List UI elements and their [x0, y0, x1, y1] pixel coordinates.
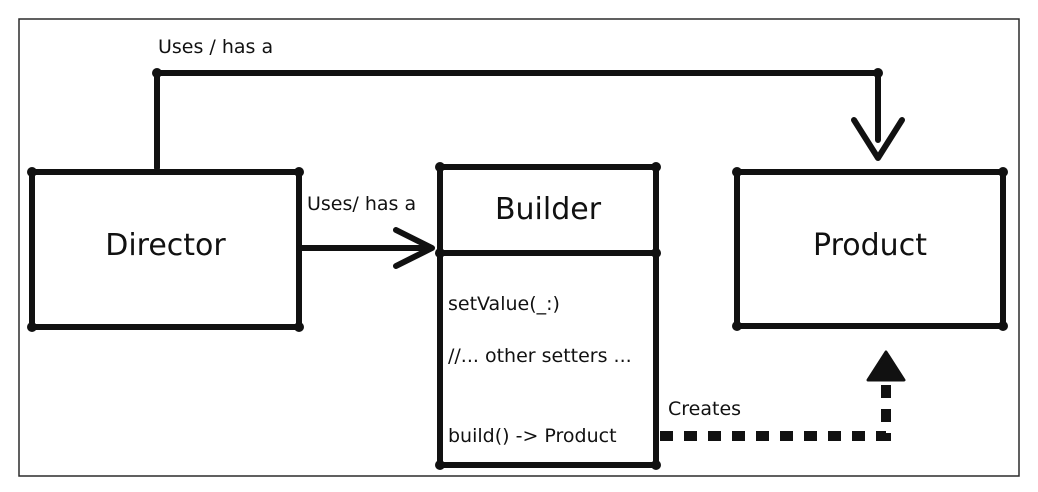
builder-box-corners	[435, 162, 661, 470]
corner-dots-top-route	[152, 68, 883, 78]
arrowhead-down-product	[851, 117, 905, 161]
arrowhead-up-product	[866, 350, 906, 382]
director-label: Director	[105, 228, 226, 263]
edge-label-director-to-builder: Uses/ has a	[307, 193, 417, 215]
product-box-corners	[732, 167, 1008, 331]
director-box-corners	[27, 167, 304, 332]
edge-director-to-product	[154, 70, 881, 171]
product-box	[734, 169, 1006, 329]
diagram-frame	[18, 18, 1020, 477]
builder-member: //... other setters ...	[448, 345, 632, 367]
builder-member: build() -> Product	[448, 425, 617, 447]
arrowhead-right-builder	[393, 227, 435, 269]
builder-box	[437, 164, 659, 468]
builder-member: setValue(_:)	[448, 293, 560, 315]
product-label: Product	[813, 228, 927, 263]
edge-builder-to-product	[660, 382, 891, 441]
builder-label: Builder	[494, 192, 602, 227]
edge-label-builder-to-product: Creates	[668, 398, 742, 420]
edge-label-director-to-product: Uses / has a	[158, 36, 274, 58]
